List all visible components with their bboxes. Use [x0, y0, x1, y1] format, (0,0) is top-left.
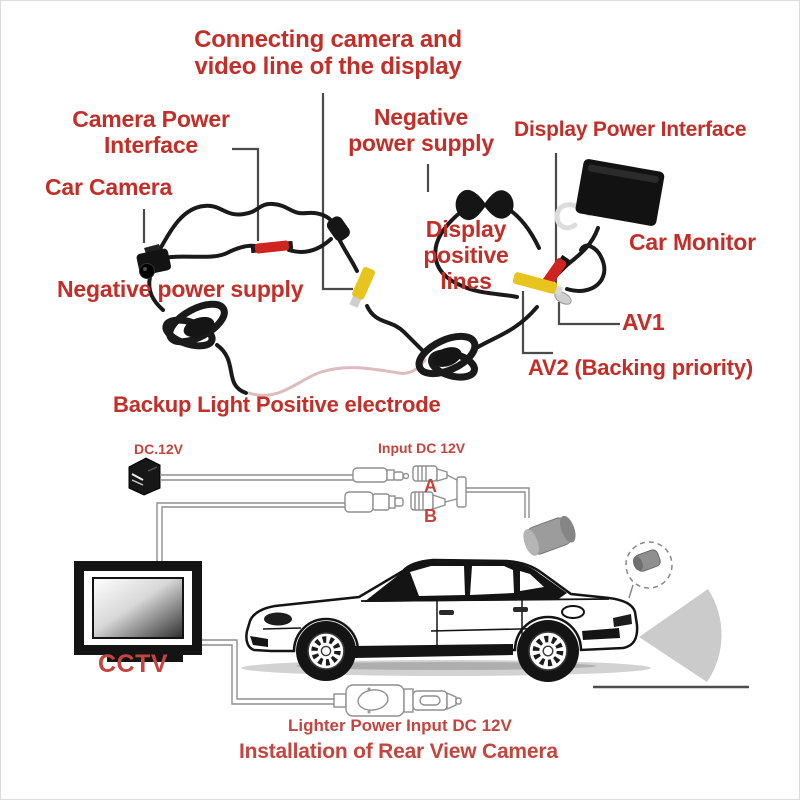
ferrite-bead: [326, 216, 350, 242]
camera-power-wire: [157, 243, 257, 261]
label-lighter-power: Lighter Power Input DC 12V: [288, 716, 512, 735]
leader-connecting-line: [321, 93, 353, 291]
plug-pair-a: [352, 465, 458, 483]
power-adapter: [128, 457, 161, 496]
fuel-cap: [561, 605, 585, 619]
label-installation-caption: Installation of Rear View Camera: [239, 740, 558, 763]
label-backup-light: Backup Light Positive electrode: [113, 392, 441, 417]
lighter-plug: [333, 684, 462, 717]
rear-camera-device: [523, 515, 576, 556]
label-input-dc-12v: Input DC 12V: [378, 440, 466, 456]
label-dc12v: DC.12V: [134, 441, 184, 457]
label-cctv: CCTV: [98, 650, 169, 678]
monitor-white-cable: [554, 202, 592, 231]
label-connector-b: B: [424, 506, 437, 526]
coil-exit-wire: [215, 343, 248, 395]
cluster-to-coil-wire: [476, 305, 539, 349]
rca-to-coil-wire: [365, 304, 427, 355]
cable-junction: [456, 476, 467, 508]
door-handle-front: [439, 610, 454, 615]
label-car-monitor: Car Monitor: [629, 229, 756, 255]
power-wire-tail: [287, 237, 333, 254]
ferrite-to-rca-wire: [337, 237, 359, 273]
label-av2: AV2 (Backing priority): [528, 355, 754, 380]
plug-pair-b: [344, 491, 458, 513]
av-connector-cluster: [512, 254, 572, 305]
camera-video-wire: [157, 201, 336, 253]
wire-b: [156, 502, 346, 562]
camera-ground-wire: [147, 275, 165, 312]
wire-coil-left: [162, 300, 228, 350]
car-illustration: [245, 558, 639, 682]
label-connector-a: A: [424, 476, 437, 496]
wire-coil-right: [415, 332, 479, 381]
door-handle-rear: [513, 607, 528, 612]
camera-wires: [147, 201, 427, 397]
wire-to-lighter: [202, 639, 334, 705]
leader-lines: [142, 93, 620, 355]
label-camera-power-interface: Camera Power Interface: [72, 106, 230, 158]
label-display-positive-lines: Display positive lines: [423, 216, 509, 294]
label-negative-power-supply-left: Negative power supply: [57, 276, 304, 302]
negative-supply-knot: [455, 189, 514, 221]
rear-wheel: [517, 620, 579, 682]
wire-a: [160, 474, 353, 481]
label-av1: AV1: [622, 309, 665, 335]
wire-to-rear-camera: [466, 487, 530, 518]
camera-power-connector-red: [250, 240, 294, 254]
label-connecting-line: Connecting camera and video line of the …: [194, 26, 462, 80]
monitor-wires: [433, 206, 607, 349]
taillight: [613, 614, 632, 627]
camera-view-cone: [639, 589, 722, 682]
camera-callout: [625, 541, 673, 599]
label-car-camera: Car Camera: [45, 174, 173, 200]
side-mirror: [400, 588, 412, 597]
leader-av2: [521, 291, 553, 355]
negative-supply-wire: [433, 209, 519, 299]
label-display-power-interface: Display Power Interface: [514, 118, 747, 141]
monitor-cable-loop: [565, 243, 607, 293]
front-wheel: [296, 621, 356, 681]
video-rca-yellow: [349, 266, 376, 308]
backup-light-wire: [247, 358, 427, 397]
car-monitor-device: [575, 159, 665, 226]
headlight: [264, 612, 292, 626]
cctv-monitor: [74, 561, 202, 662]
leader-av1: [557, 302, 620, 326]
label-negative-power-supply-center: Negative power supply: [348, 104, 494, 156]
leader-camera-power: [232, 147, 260, 241]
car-camera-device: [136, 244, 171, 279]
cctv-screen: [92, 577, 184, 639]
